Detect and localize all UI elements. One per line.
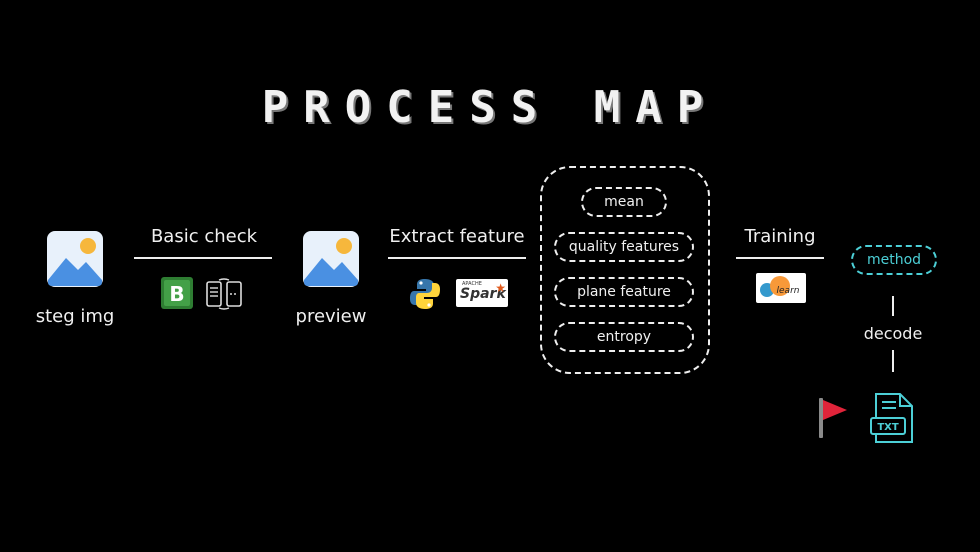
binwalk-icon: B	[160, 276, 194, 310]
edge-line	[134, 257, 272, 259]
feature-plane-feature: plane feature	[554, 277, 694, 307]
node-preview: preview	[295, 306, 367, 327]
node-steg-img: steg img	[35, 306, 115, 327]
binwalk-letter: B	[169, 282, 184, 306]
python-icon	[408, 277, 442, 311]
flag-icon	[816, 396, 850, 440]
preview-image-icon	[302, 230, 360, 288]
edge-basic-check: Basic check	[150, 226, 258, 247]
txt-file-icon: TXT	[868, 392, 918, 444]
features-group	[540, 166, 710, 374]
edge-line	[388, 257, 526, 259]
txt-label: TXT	[877, 422, 899, 433]
method-node: method	[851, 245, 937, 275]
node-decode: decode	[863, 324, 923, 343]
spark-logo: APACHE Spark ★	[456, 279, 508, 307]
spark-star-icon: ★	[495, 281, 506, 295]
feature-quality-features: quality features	[554, 232, 694, 262]
connector-line	[892, 296, 894, 316]
feature-mean: mean	[581, 187, 667, 217]
edge-training: Training	[744, 226, 816, 247]
page-title: PROCESS MAP	[261, 82, 719, 133]
compare-files-icon	[205, 278, 243, 310]
connector-line	[892, 350, 894, 372]
sklearn-logo-text: learn	[777, 286, 800, 296]
spark-logo-text: Spark	[460, 286, 506, 302]
steg-img-icon	[46, 230, 104, 288]
spark-logo-apache: APACHE	[462, 281, 482, 287]
edge-extract-feature: Extract feature	[389, 226, 525, 247]
edge-line	[736, 257, 824, 259]
feature-entropy: entropy	[554, 322, 694, 352]
sklearn-logo: learn	[756, 273, 806, 303]
